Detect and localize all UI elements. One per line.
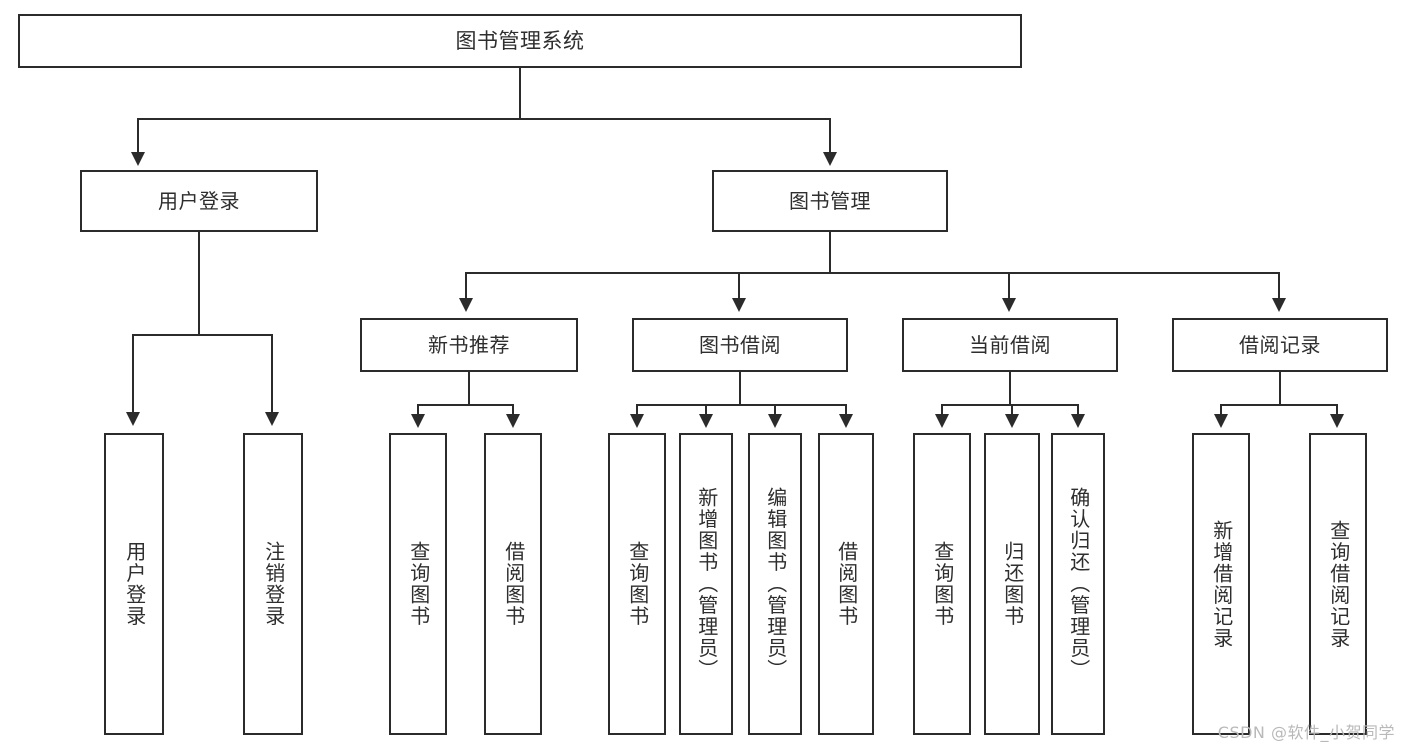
edge-to-current-borrow — [1008, 272, 1010, 300]
edge-to-user-login-action — [132, 334, 134, 415]
edge-user-login-trunk — [198, 232, 200, 335]
edge-user-login-bus — [132, 334, 272, 336]
edge-to-book-borrow — [738, 272, 740, 300]
node-label: 新增借阅记录 — [1209, 519, 1234, 649]
arrowhead-add-book-admin — [699, 414, 713, 428]
node-label: 确认归还（管理员） — [1066, 487, 1091, 681]
edge-borrow-record-bus — [1220, 404, 1338, 406]
node-label: 图书管理系统 — [455, 28, 585, 53]
edge-to-logout-action — [271, 334, 273, 415]
node-add-book-admin[interactable]: 新增图书（管理员） — [679, 433, 733, 735]
node-label: 查询图书 — [930, 541, 955, 627]
arrowhead-book-borrow — [732, 298, 746, 312]
edge-to-query-book-recommend — [417, 404, 419, 416]
edge-to-query-book-borrow — [636, 404, 638, 416]
edge-new-book-recommend-trunk — [468, 372, 470, 406]
arrowhead-query-book-recommend — [411, 414, 425, 428]
edge-current-borrow-trunk — [1009, 372, 1011, 406]
node-current-borrow[interactable]: 当前借阅 — [902, 318, 1118, 372]
arrowhead-confirm-return-admin — [1071, 414, 1085, 428]
edge-book-management-trunk — [829, 232, 831, 273]
node-label: 借阅图书 — [834, 541, 859, 627]
node-label: 查询图书 — [625, 541, 650, 627]
arrowhead-query-book-current — [935, 414, 949, 428]
node-query-book-current[interactable]: 查询图书 — [913, 433, 971, 735]
node-logout-action[interactable]: 注销登录 — [243, 433, 303, 735]
node-borrow-book-borrow[interactable]: 借阅图书 — [818, 433, 874, 735]
node-book-borrow[interactable]: 图书借阅 — [632, 318, 848, 372]
node-return-book[interactable]: 归还图书 — [984, 433, 1040, 735]
arrowhead-current-borrow — [1002, 298, 1016, 312]
edge-book-borrow-bus — [636, 404, 847, 406]
arrowhead-add-borrow-record — [1214, 414, 1228, 428]
node-query-book-recommend[interactable]: 查询图书 — [389, 433, 447, 735]
node-edit-book-admin[interactable]: 编辑图书（管理员） — [748, 433, 802, 735]
edge-current-borrow-bus — [941, 404, 1078, 406]
arrowhead-logout-action — [265, 412, 279, 426]
node-borrow-record[interactable]: 借阅记录 — [1172, 318, 1388, 372]
node-label: 当前借阅 — [969, 332, 1051, 357]
node-label: 图书借阅 — [699, 332, 781, 357]
node-confirm-return-admin[interactable]: 确认归还（管理员） — [1051, 433, 1105, 735]
node-root-system[interactable]: 图书管理系统 — [18, 14, 1022, 68]
arrowhead-new-book-recommend — [459, 298, 473, 312]
edge-to-user-login — [137, 118, 139, 156]
edge-borrow-record-trunk — [1279, 372, 1281, 406]
arrowhead-query-borrow-record — [1330, 414, 1344, 428]
node-label: 注销登录 — [261, 541, 286, 627]
edge-to-book-management — [829, 118, 831, 156]
edge-to-query-book-current — [941, 404, 943, 416]
arrowhead-borrow-book-borrow — [839, 414, 853, 428]
node-borrow-book-recommend[interactable]: 借阅图书 — [484, 433, 542, 735]
edge-level3-bus — [465, 272, 1279, 274]
edge-level2-bus — [137, 118, 831, 120]
arrowhead-edit-book-admin — [768, 414, 782, 428]
node-query-book-borrow[interactable]: 查询图书 — [608, 433, 666, 735]
edge-to-edit-book-admin — [774, 404, 776, 416]
edge-to-borrow-book-borrow — [845, 404, 847, 416]
arrowhead-query-book-borrow — [630, 414, 644, 428]
node-new-book-recommend[interactable]: 新书推荐 — [360, 318, 578, 372]
node-book-management[interactable]: 图书管理 — [712, 170, 948, 232]
edge-to-add-book-admin — [705, 404, 707, 416]
node-add-borrow-record[interactable]: 新增借阅记录 — [1192, 433, 1250, 735]
node-label: 新书推荐 — [428, 332, 510, 357]
node-label: 借阅图书 — [501, 541, 526, 627]
node-query-borrow-record[interactable]: 查询借阅记录 — [1309, 433, 1367, 735]
edge-to-return-book — [1011, 404, 1013, 416]
edge-to-confirm-return-admin — [1077, 404, 1079, 416]
edge-to-new-book-recommend — [465, 272, 467, 300]
node-label: 新增图书（管理员） — [694, 487, 719, 681]
node-label: 用户登录 — [158, 188, 240, 213]
edge-book-borrow-trunk — [739, 372, 741, 406]
edge-to-borrow-record — [1278, 272, 1280, 300]
watermark-text: CSDN @软件_小贺同学 — [1217, 723, 1395, 742]
arrowhead-borrow-book-recommend — [506, 414, 520, 428]
node-label: 查询借阅记录 — [1326, 519, 1351, 649]
node-label: 编辑图书（管理员） — [763, 487, 788, 681]
arrowhead-book-management — [823, 152, 837, 166]
node-user-login[interactable]: 用户登录 — [80, 170, 318, 232]
node-label: 图书管理 — [789, 188, 871, 213]
arrowhead-return-book — [1005, 414, 1019, 428]
edge-new-book-recommend-bus — [417, 404, 514, 406]
edge-to-query-borrow-record — [1336, 404, 1338, 416]
node-label: 用户登录 — [122, 541, 147, 627]
edge-root-trunk — [519, 68, 521, 118]
node-label: 归还图书 — [1000, 541, 1025, 627]
edge-to-add-borrow-record — [1220, 404, 1222, 416]
edge-to-borrow-book-recommend — [512, 404, 514, 416]
node-label: 查询图书 — [406, 541, 431, 627]
node-label: 借阅记录 — [1239, 332, 1321, 357]
arrowhead-user-login-action — [126, 412, 140, 426]
node-user-login-action[interactable]: 用户登录 — [104, 433, 164, 735]
arrowhead-user-login — [131, 152, 145, 166]
arrowhead-borrow-record — [1272, 298, 1286, 312]
